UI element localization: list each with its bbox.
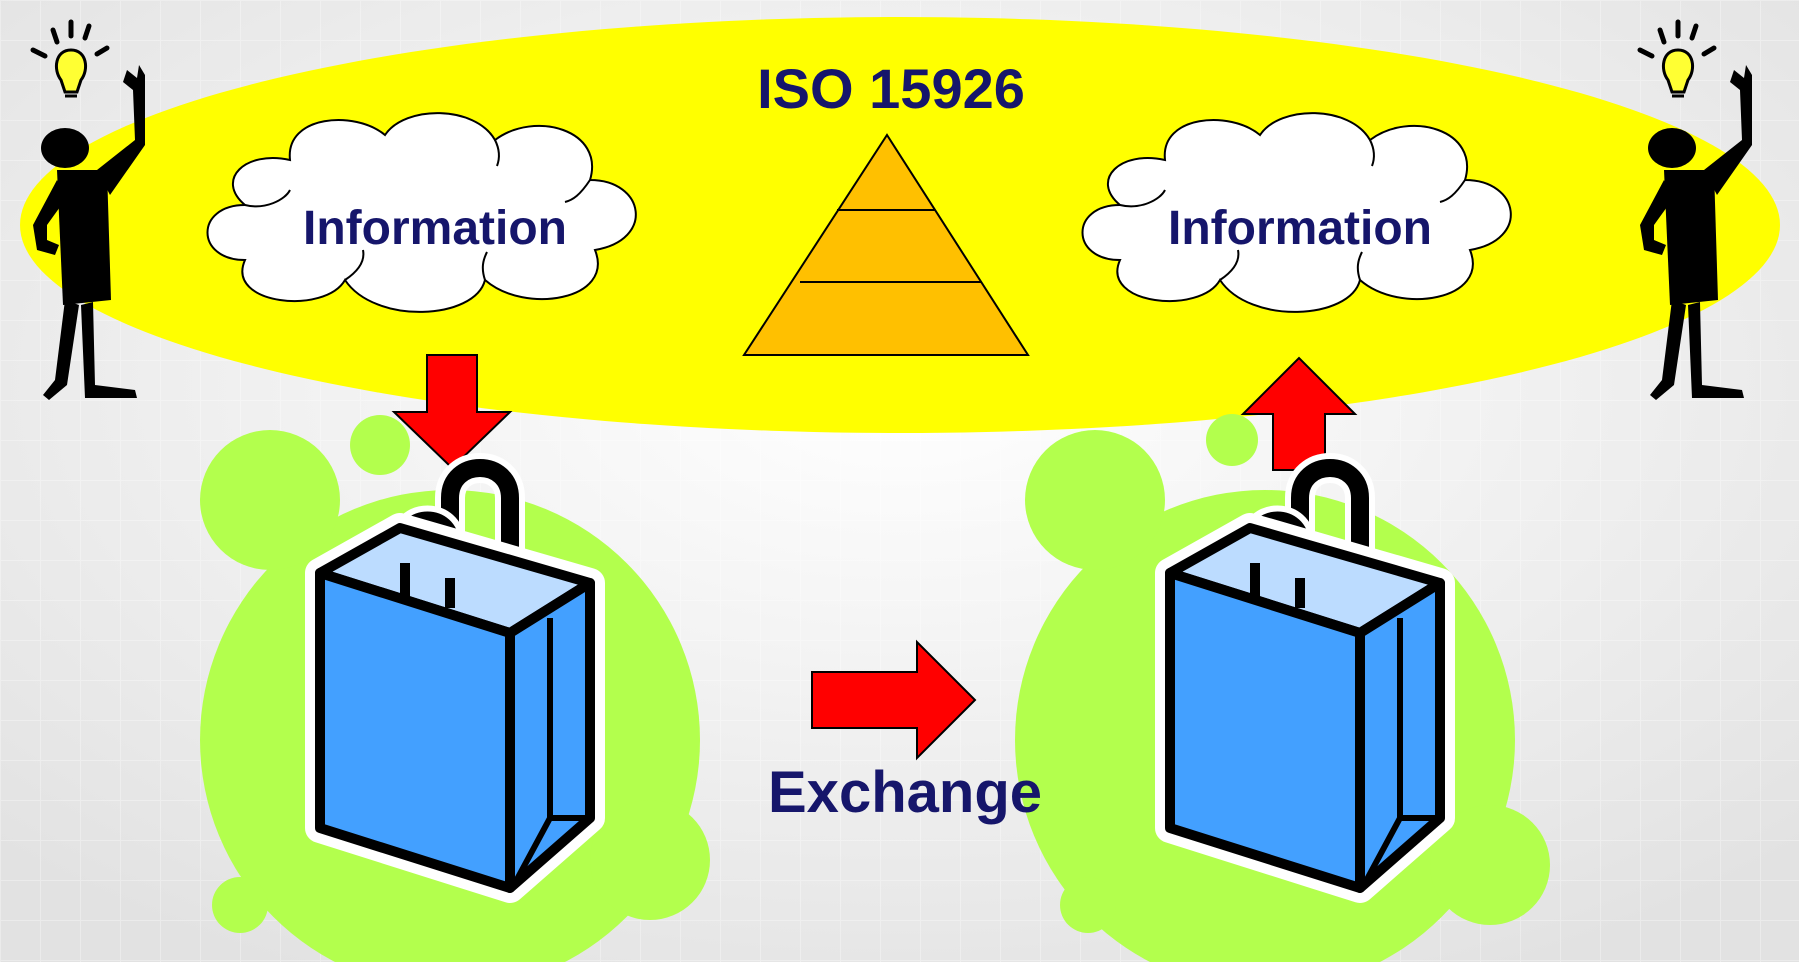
left-cloud-label: Information	[303, 202, 567, 255]
right-cloud-label: Information	[1168, 202, 1432, 255]
exchange-label: Exchange	[768, 760, 1042, 825]
pyramid-icon	[742, 133, 1030, 356]
right-arrow-icon	[811, 639, 977, 761]
diagram-title: ISO 15926	[757, 57, 1025, 120]
down-arrow-icon	[391, 354, 513, 470]
